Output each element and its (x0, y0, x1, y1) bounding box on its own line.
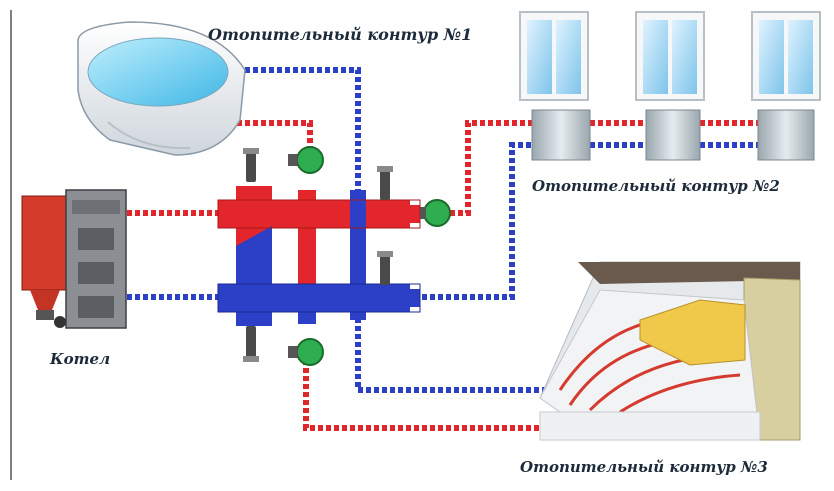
circuit3-return-pipe (355, 310, 550, 393)
boiler-icon (21, 189, 127, 329)
bath-supply-pipe (237, 120, 313, 150)
circuit2-supply-pipe (450, 120, 536, 216)
circuit3-supply-pipe (303, 360, 540, 431)
radiator-icon (531, 109, 815, 161)
bathtub-icon (77, 21, 246, 156)
circuit2-label: Отопительный контур №2 (532, 177, 780, 195)
air-vent-icon (243, 148, 393, 362)
window-icon (519, 11, 821, 101)
circuit2-return-pipe (414, 142, 536, 300)
pipes (127, 67, 758, 431)
bath-return-pipe (237, 67, 361, 200)
underfloor-heating-icon (539, 261, 801, 441)
circuit1-label: Отопительный контур №1 (208, 25, 472, 44)
boiler-label: Котел (49, 350, 110, 368)
hydraulic-separator (217, 186, 421, 326)
pump-icon (288, 146, 451, 366)
circuit3-label: Отопительный контур №3 (520, 458, 768, 476)
